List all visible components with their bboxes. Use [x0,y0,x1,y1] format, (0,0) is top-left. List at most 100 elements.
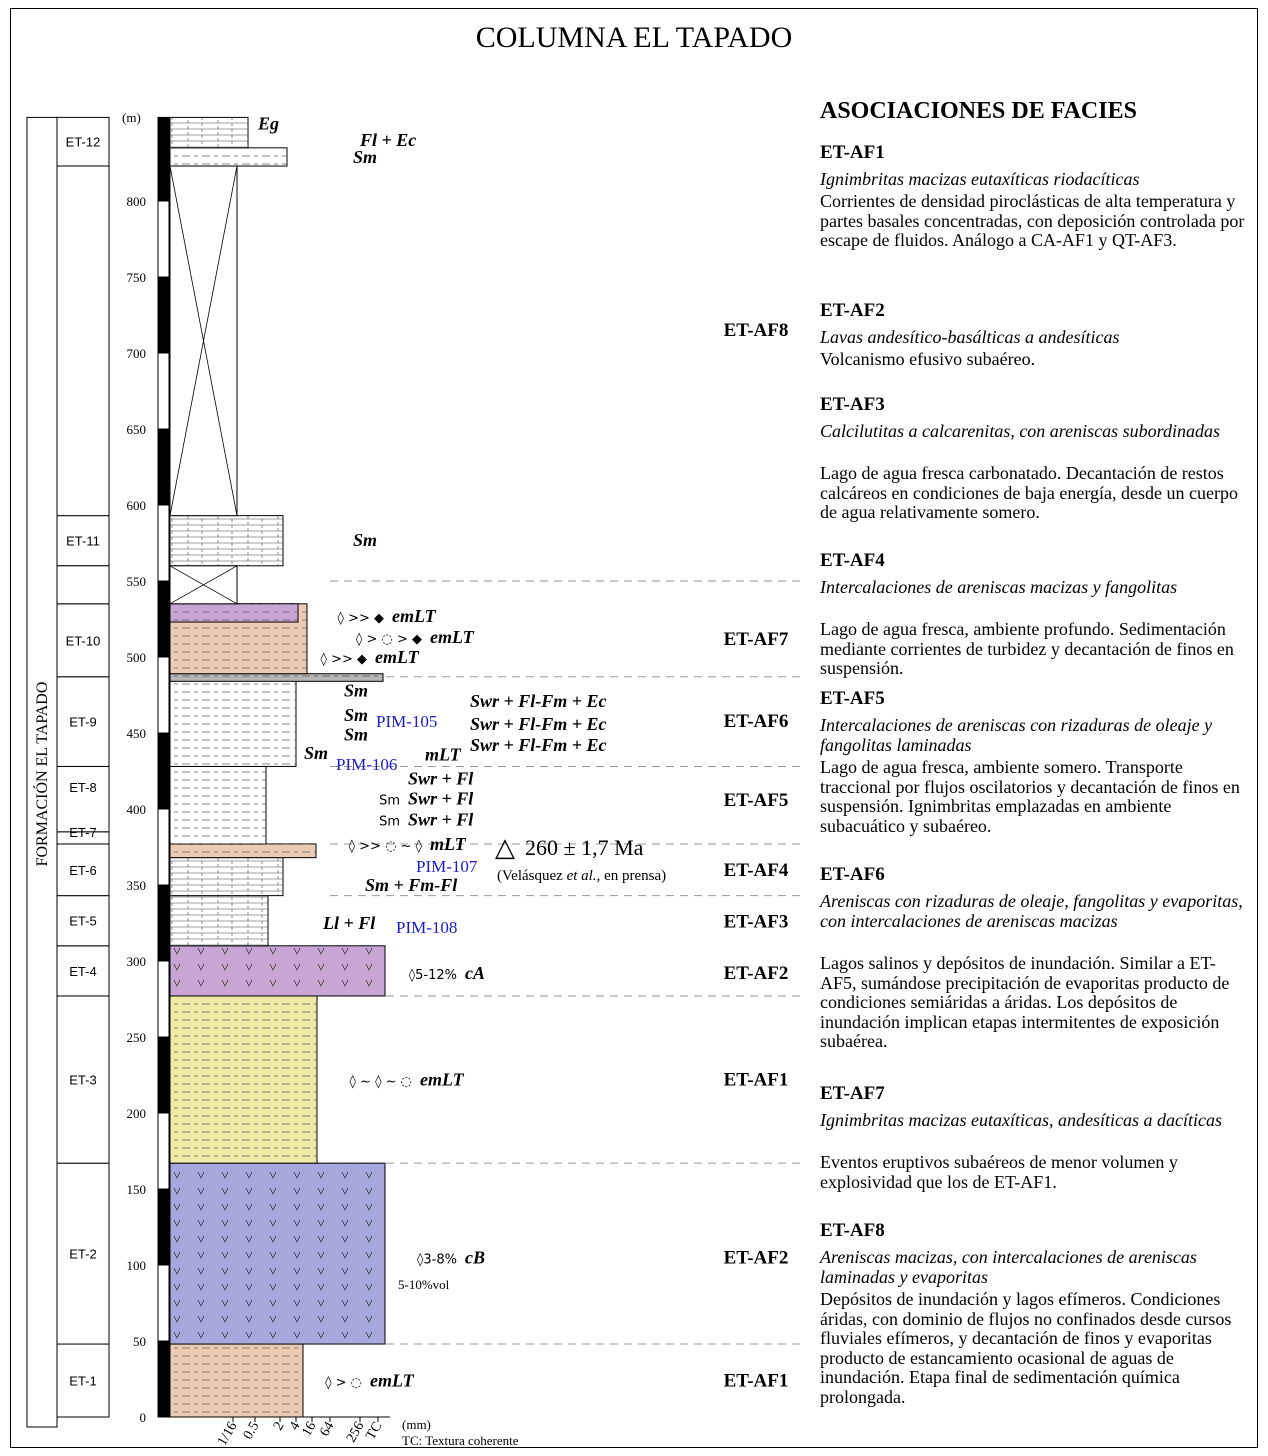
depth-tick-label: 150 [127,1182,147,1197]
legend-code: ET-AF5 [820,688,885,710]
association-column-label: ET-AF7 [724,629,789,650]
sample-pim-106: PIM-106 [336,755,397,774]
scale-segment [158,505,169,581]
grain-tick-label: TC [364,1420,386,1443]
scale-segment [158,1037,169,1113]
scale-segment [158,1189,169,1265]
facies-label: Sm [304,743,328,763]
legend-description: Lago de agua fresca, ambiente profundo. … [820,620,1250,679]
legend-name: Ignimbritas macizas eutaxíticas, andesít… [820,1110,1250,1130]
sample-pim-105: PIM-105 [376,712,437,731]
age-value: 260 ± 1,7 Ma [525,835,644,860]
facies-label: Swr + Fl [408,769,473,789]
facies-label: emLT [392,606,437,626]
facies-prefix: ◊ > ◌ > ◆ [356,632,422,647]
facies-label: Swr + Fl [408,810,473,830]
depth-tick-label: 750 [127,270,147,285]
depth-tick-label: 200 [127,1106,147,1121]
grain-tick-label: 1/16 [215,1420,240,1449]
unit-label: ET-7 [69,825,96,840]
association-column-label: ET-AF2 [724,963,789,984]
bed-pattern [170,996,317,1163]
legend-description: Corrientes de densidad piroclásticas de … [820,192,1250,251]
facies-label: cB [465,1247,485,1267]
depth-tick-label: 450 [127,726,147,741]
legend-code: ET-AF8 [820,1220,885,1242]
legend-description: Lago de agua fresca, ambiente somero. Tr… [820,758,1250,836]
grain-tick-label: 0.5 [241,1420,263,1443]
depth-tick-label: 550 [127,574,147,589]
depth-tick-label: 500 [127,650,147,665]
grain-tick-label: 16 [299,1420,319,1440]
bed-pattern [170,1163,385,1344]
facies-prefix: ◊ >> ◆ [338,611,384,626]
depth-tick-label: 700 [127,346,147,361]
grain-tick-label: 2 [271,1420,287,1434]
bed-pattern [170,148,287,166]
grain-unit: (mm) [402,1417,431,1432]
bed-pattern [170,516,283,566]
facies-prefix: ◊ >> ◌ ~ ◊ [349,839,423,854]
bed-pattern [170,677,296,767]
unit-label: ET-1 [69,1374,96,1389]
facies-label: Sm [344,680,368,700]
unit-label: ET-11 [66,534,100,549]
facies-label: Sm + Fm-Fl [365,875,457,895]
facies-label: emLT [370,1371,415,1391]
bed-pattern [170,844,316,858]
legend-title: ASOCIACIONES DE FACIES [820,98,1137,125]
bed-pattern [170,604,298,622]
unit-label: ET-5 [69,914,96,929]
unit-label: ET-10 [66,633,101,648]
association-column-label: ET-AF4 [724,860,789,881]
facies-prefix: ◊ >> ◆ [321,652,367,667]
depth-tick-label: 0 [140,1410,147,1425]
legend-description: Depósitos de inundación y lagos efímeros… [820,1290,1250,1407]
legend-description: Lago de agua fresca carbonatado. Decanta… [820,464,1250,523]
depth-unit-label: (m) [122,110,141,125]
facies-label: mLT [425,744,462,764]
scale-segment [158,657,169,733]
facies-label: emLT [420,1070,465,1090]
scale-segment [158,809,169,885]
facies-label: Sm [344,705,368,725]
depth-tick-label: 250 [127,1030,147,1045]
facies-prefix: ◊ > ◌ [325,1376,362,1391]
depth-tick-label: 300 [127,954,147,969]
legend-name: Lavas andesítico-basálticas a andesítica… [820,327,1250,347]
legend-description: Lagos salinos y depósitos de inundación.… [820,954,1250,1052]
scale-segment [158,733,169,809]
age-annotation: △ 260 ± 1,7 Ma (Velásquez et al., en pre… [495,833,666,884]
facies-prefix: ◊5-12% [409,968,457,983]
scale-segment [158,581,169,657]
facies-label: Swr + Fl-Fm + Ec [470,714,607,734]
unit-label: ET-3 [69,1073,96,1088]
bed-pattern [170,117,248,147]
sample-pim-108: PIM-108 [396,918,457,937]
association-column-label: ET-AF1 [724,1371,789,1392]
facies-label: Eg [257,113,279,133]
legend-code: ET-AF1 [820,142,885,164]
scale-segment [158,353,169,429]
facies-prefix: Sm [379,793,400,808]
triangle-icon: △ [495,833,515,863]
legend-description: Eventos eruptivos subaéreos de menor vol… [820,1153,1250,1192]
scale-segment [158,1113,169,1189]
facies-label: Ll + Fl [322,913,375,933]
facies-prefix: ◊3-8% [417,1252,457,1267]
sample-pim-107: PIM-107 [416,857,478,876]
legend-code: ET-AF6 [820,864,885,886]
facies-label: Swr + Fl-Fm + Ec [470,691,607,711]
legend-code: ET-AF2 [820,300,885,322]
association-column-label: ET-AF3 [724,911,789,932]
facies-label: emLT [375,647,420,667]
depth-tick-label: 50 [133,1334,146,1349]
unit-label: ET-2 [69,1247,96,1262]
association-column-label: ET-AF8 [724,320,789,341]
association-column-label: ET-AF6 [724,711,789,732]
unit-label: ET-12 [66,135,101,150]
grain-tick-label: 64 [317,1420,337,1440]
facies-label: cA [465,963,485,983]
association-column-label: ET-AF1 [724,1070,789,1091]
facies-label: 5-10%vol [398,1277,450,1292]
